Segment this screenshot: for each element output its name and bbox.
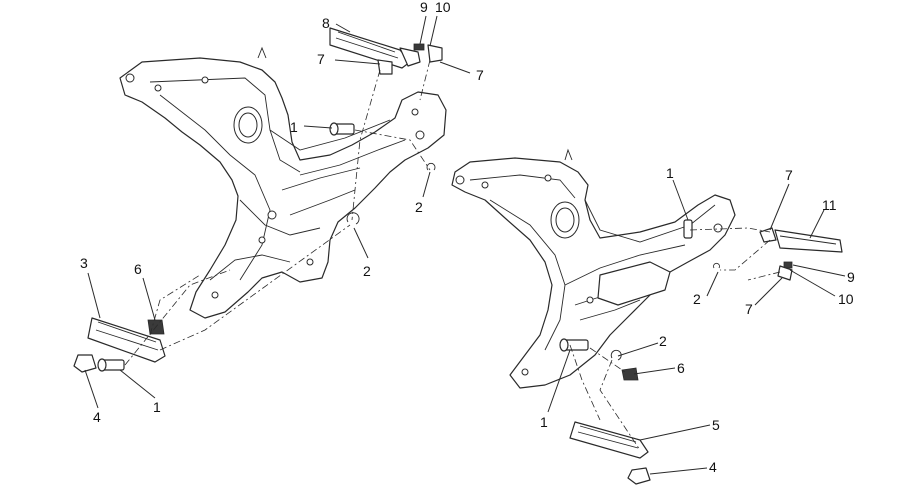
callout-10: 10	[838, 291, 854, 307]
circlip-upper-left	[426, 162, 436, 171]
callout-7: 7	[785, 167, 793, 183]
right-footrest-bracket	[451, 148, 736, 389]
footpeg-top	[329, 27, 421, 69]
callout-4: 4	[709, 459, 717, 475]
pivot-pin-right-lower	[559, 338, 589, 352]
clip-right-upper	[759, 227, 777, 243]
circlip-right-lower	[610, 349, 622, 361]
callout-9: 9	[847, 269, 855, 285]
spring-right-upper	[783, 261, 793, 269]
callout-11: 11	[822, 197, 837, 213]
spring-right-lower	[621, 367, 639, 381]
callout-10: 10	[435, 0, 451, 15]
footpeg-right-lower	[569, 421, 649, 459]
rubber-end-right	[627, 467, 651, 485]
callout-7: 7	[317, 51, 325, 67]
spring-top	[413, 43, 425, 51]
callout-6: 6	[677, 360, 685, 376]
callout-7: 7	[745, 301, 753, 317]
callout-6: 6	[134, 261, 142, 277]
circlip-right-upper	[713, 262, 720, 269]
callout-4: 4	[93, 409, 101, 425]
callout-leaders	[84, 15, 846, 475]
callout-labels: 8 9 10 7 7 1 2 2 3 6 4 1 1 7 11 9 10 7 2…	[80, 0, 855, 475]
footpeg-left-lower	[87, 317, 166, 363]
callout-2: 2	[415, 199, 423, 215]
callout-2: 2	[363, 263, 371, 279]
callout-9: 9	[420, 0, 428, 15]
bracket-clip-top-right	[427, 44, 443, 63]
callout-5: 5	[712, 417, 720, 433]
rubber-end-left	[73, 354, 97, 373]
callout-1: 1	[290, 119, 298, 135]
callout-2: 2	[659, 333, 667, 349]
callout-1: 1	[666, 165, 674, 181]
footpeg-right-upper	[774, 229, 843, 253]
callout-2: 2	[693, 291, 701, 307]
callout-1: 1	[153, 399, 161, 415]
pivot-pin-top	[329, 122, 355, 136]
bracket-clip-top-left	[377, 59, 393, 75]
circlip-lower-left	[346, 212, 360, 225]
callout-3: 3	[80, 255, 88, 271]
pivot-pin-left-lower	[97, 358, 125, 372]
pivot-pin-right-upper	[683, 219, 693, 239]
callout-8: 8	[322, 15, 330, 31]
callout-7: 7	[476, 67, 484, 83]
left-footrest-bracket	[119, 46, 447, 319]
callout-1: 1	[540, 414, 548, 430]
alignment-lines	[124, 59, 781, 451]
